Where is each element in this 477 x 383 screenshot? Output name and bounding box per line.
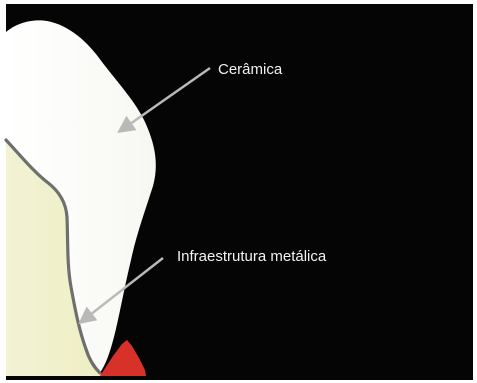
ceramic-label: Cerâmica <box>218 61 283 78</box>
framework-label: Infraestrutura metálica <box>177 248 327 265</box>
